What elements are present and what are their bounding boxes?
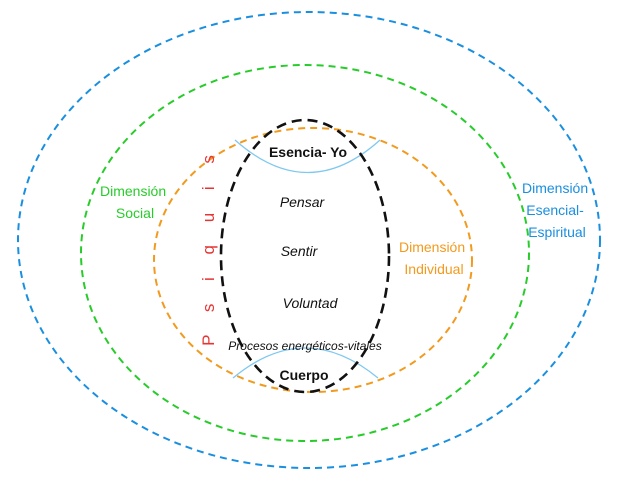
- esencial-ring: [17, 11, 601, 469]
- sentir-label: Sentir: [281, 243, 319, 259]
- psyche-core: [219, 118, 391, 394]
- esencial-label: Dimensión Esencial- Espiritual: [522, 180, 592, 240]
- bottom-arc: [232, 347, 379, 379]
- pensar-label: Pensar: [280, 194, 326, 210]
- top-arc: [234, 139, 381, 174]
- esencia-yo-label: Esencia- Yo: [269, 144, 347, 160]
- social-label: Dimensión Social: [100, 183, 170, 221]
- social-ring: [80, 64, 530, 442]
- voluntad-label: Voluntad: [283, 295, 339, 311]
- individual-label: Dimensión Individual: [399, 239, 469, 277]
- cuerpo-label: Cuerpo: [280, 367, 329, 383]
- procesos-label: Procesos energéticos-vitales: [228, 339, 381, 353]
- psiquis-label: P s i q u i s: [199, 146, 218, 346]
